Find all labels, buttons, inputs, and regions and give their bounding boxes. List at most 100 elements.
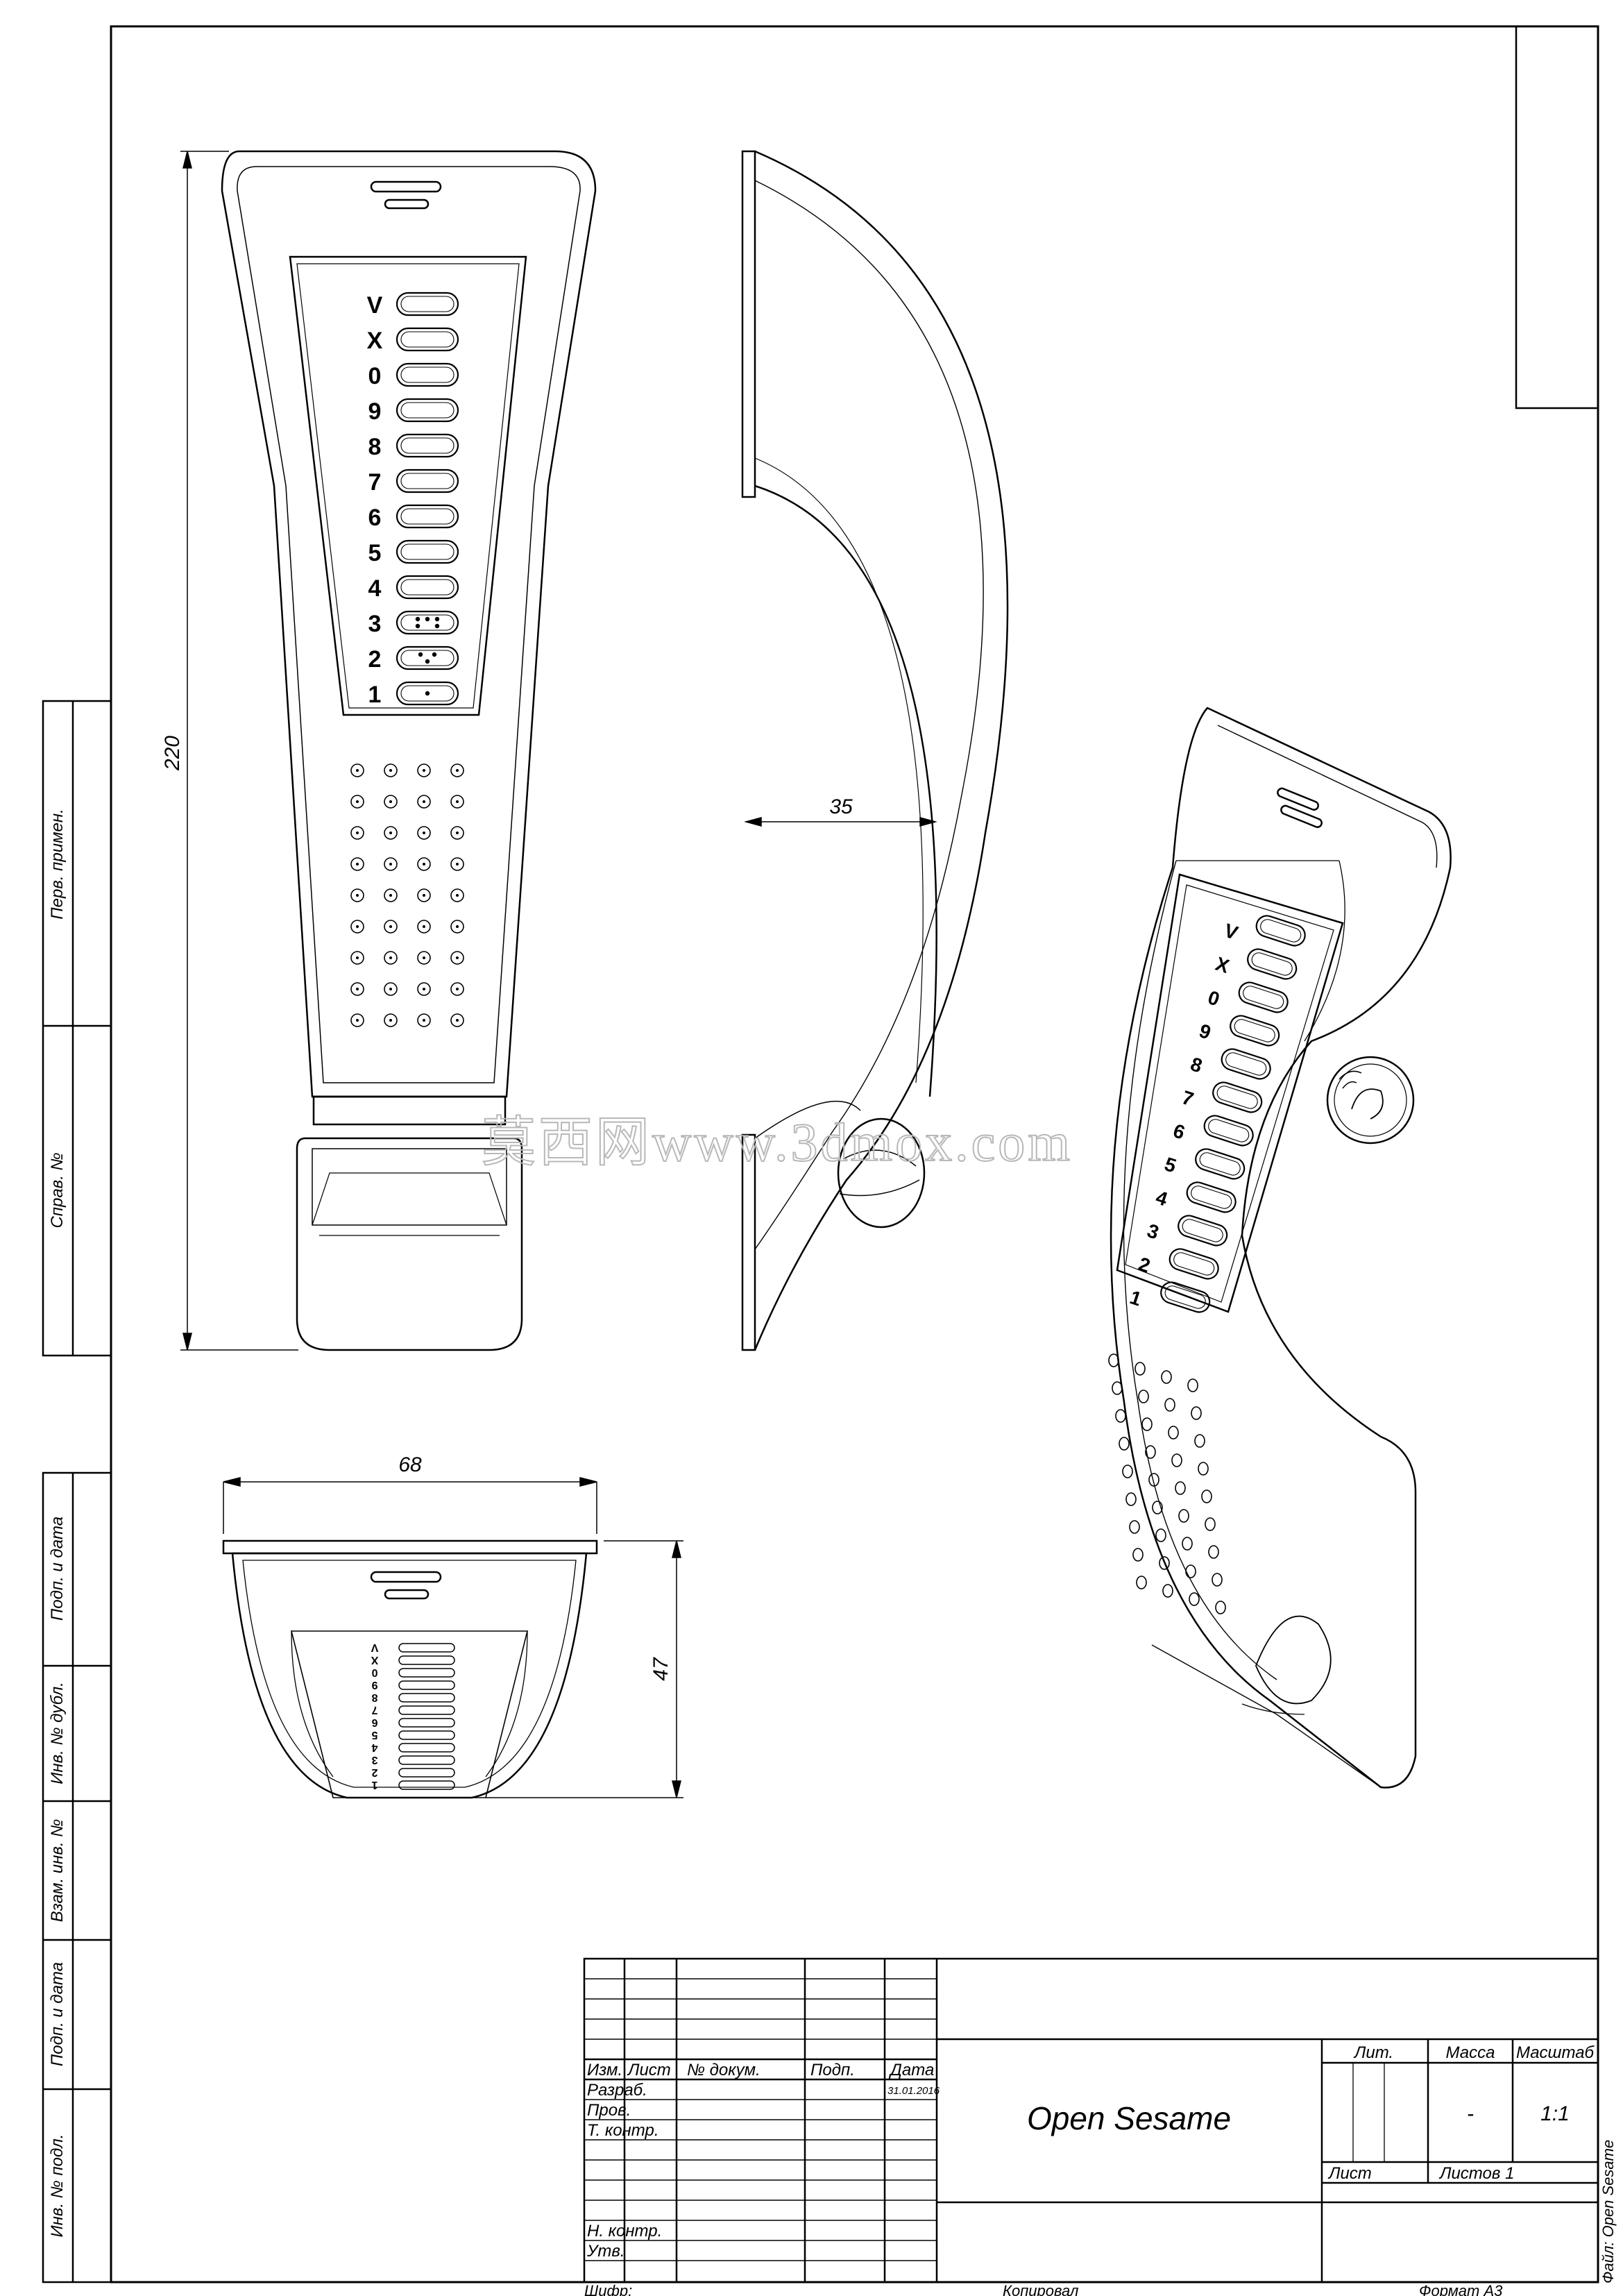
iso-key-inner — [1191, 1185, 1232, 1209]
speaker-hole-center — [389, 1019, 392, 1022]
speaker-hole-center — [456, 956, 459, 959]
speaker-hole — [417, 826, 431, 840]
front-key-inner — [400, 650, 454, 666]
speaker-hole — [450, 795, 464, 809]
speaker-hole-center — [389, 769, 392, 772]
iso-speaker-hole — [1136, 1576, 1147, 1589]
front-key-inner — [400, 437, 454, 454]
dim-thickness-label: 47 — [649, 1657, 672, 1681]
footer-shifr: Шифр: — [584, 2282, 632, 2296]
front-key-label-V: V — [367, 292, 383, 319]
dimension-35 — [744, 817, 937, 827]
iso-speaker-hole — [1145, 1445, 1156, 1459]
stamp-vzam-inv: Взам. инв. № — [48, 1819, 67, 1922]
speaker-hole — [384, 1013, 398, 1027]
row-prov: Пров. — [587, 2101, 631, 2120]
front-key-button — [396, 575, 459, 600]
speaker-hole-center — [356, 863, 359, 866]
speaker-hole-center — [456, 925, 459, 928]
front-key-button — [396, 433, 459, 458]
front-key-inner — [400, 366, 454, 383]
speaker-hole-center — [456, 769, 459, 772]
iso-key-inner — [1182, 1219, 1223, 1242]
front-key-button — [396, 469, 459, 493]
iso-speaker-hole — [1162, 1584, 1173, 1598]
speaker-hole-center — [356, 925, 359, 928]
speaker-hole — [350, 795, 364, 809]
speaker-hole-center — [389, 925, 392, 928]
row-razrab: Разраб. — [587, 2081, 647, 2100]
front-key-button — [396, 504, 459, 529]
iso-key-inner — [1173, 1252, 1215, 1276]
stamp-inv-podl: Инв. № подл. — [48, 2134, 67, 2238]
front-key-dot — [434, 623, 440, 629]
front-key-dot — [425, 691, 430, 696]
title-block-rows — [584, 1978, 937, 2261]
bottom-key-label-4: 4 — [371, 1741, 377, 1753]
isometric-speaker-grid — [1108, 1353, 1226, 1614]
front-key-inner — [400, 543, 454, 560]
iso-speaker-hole — [1141, 1417, 1153, 1431]
iso-key-inner — [1164, 1285, 1206, 1309]
iso-speaker-hole — [1108, 1353, 1119, 1367]
front-key-dot — [415, 623, 420, 629]
iso-key-inner — [1216, 1086, 1258, 1109]
speaker-hole — [350, 1013, 364, 1027]
iso-speaker-hole — [1155, 1528, 1166, 1542]
speaker-hole — [384, 982, 398, 996]
iso-speaker-hole — [1132, 1548, 1144, 1562]
left-side-stamp — [42, 700, 112, 2284]
speaker-hole — [417, 795, 431, 809]
front-key-inner — [400, 685, 454, 702]
iso-speaker-hole — [1129, 1520, 1140, 1534]
iso-key-inner — [1260, 919, 1302, 943]
iso-speaker-hole — [1178, 1509, 1189, 1523]
bottom-key-label-6: 6 — [371, 1716, 377, 1728]
iso-key-label-1: 1 — [1128, 1286, 1144, 1310]
front-key-label-4: 4 — [368, 575, 382, 602]
speaker-hole — [350, 826, 364, 840]
iso-speaker-hole — [1152, 1501, 1163, 1514]
speaker-hole-center — [356, 769, 359, 772]
iso-speaker-hole — [1182, 1537, 1193, 1551]
iso-speaker-hole — [1205, 1517, 1216, 1531]
iso-speaker-hole — [1164, 1398, 1175, 1412]
iso-key-inner — [1199, 1152, 1241, 1176]
dim-depth-label: 35 — [829, 795, 853, 818]
speaker-hole-center — [356, 1019, 359, 1022]
iso-key-label-2: 2 — [1136, 1253, 1153, 1276]
speaker-hole-center — [423, 832, 425, 834]
dimension-68 — [223, 1477, 597, 1534]
speaker-hole — [417, 763, 431, 777]
dimension-220 — [180, 151, 298, 1351]
iso-speaker-hole — [1148, 1473, 1159, 1487]
bottom-key-slot — [398, 1718, 455, 1728]
speaker-hole — [450, 826, 464, 840]
iso-key-label-6: 6 — [1171, 1120, 1187, 1143]
stamp-sprav-no: Справ. № — [48, 1152, 67, 1228]
bottom-key-label-X: X — [371, 1654, 378, 1666]
watermark: 莫西网www.3dmox.com — [482, 1112, 1073, 1172]
front-key-dot — [425, 659, 430, 664]
masshtab-label: Масштаб — [1516, 2043, 1595, 2062]
speaker-hole-center — [423, 863, 425, 866]
speaker-hole-center — [423, 769, 425, 772]
iso-key-label-X: X — [1213, 953, 1232, 977]
front-key-button — [396, 681, 459, 706]
front-key-button — [396, 539, 459, 564]
bottom-key-slot — [398, 1680, 455, 1690]
lit-label: Лит. — [1353, 2043, 1393, 2062]
iso-key-button — [1178, 1215, 1228, 1247]
iso-speaker-hole — [1159, 1556, 1170, 1570]
speaker-hole-center — [423, 956, 425, 959]
front-key-button — [396, 292, 459, 316]
iso-key-button — [1203, 1115, 1254, 1147]
front-key-inner — [400, 579, 454, 596]
bottom-key-slot — [398, 1780, 455, 1790]
speaker-hole — [450, 763, 464, 777]
bottom-key-slot — [398, 1643, 455, 1653]
bottom-view — [222, 1539, 598, 1799]
